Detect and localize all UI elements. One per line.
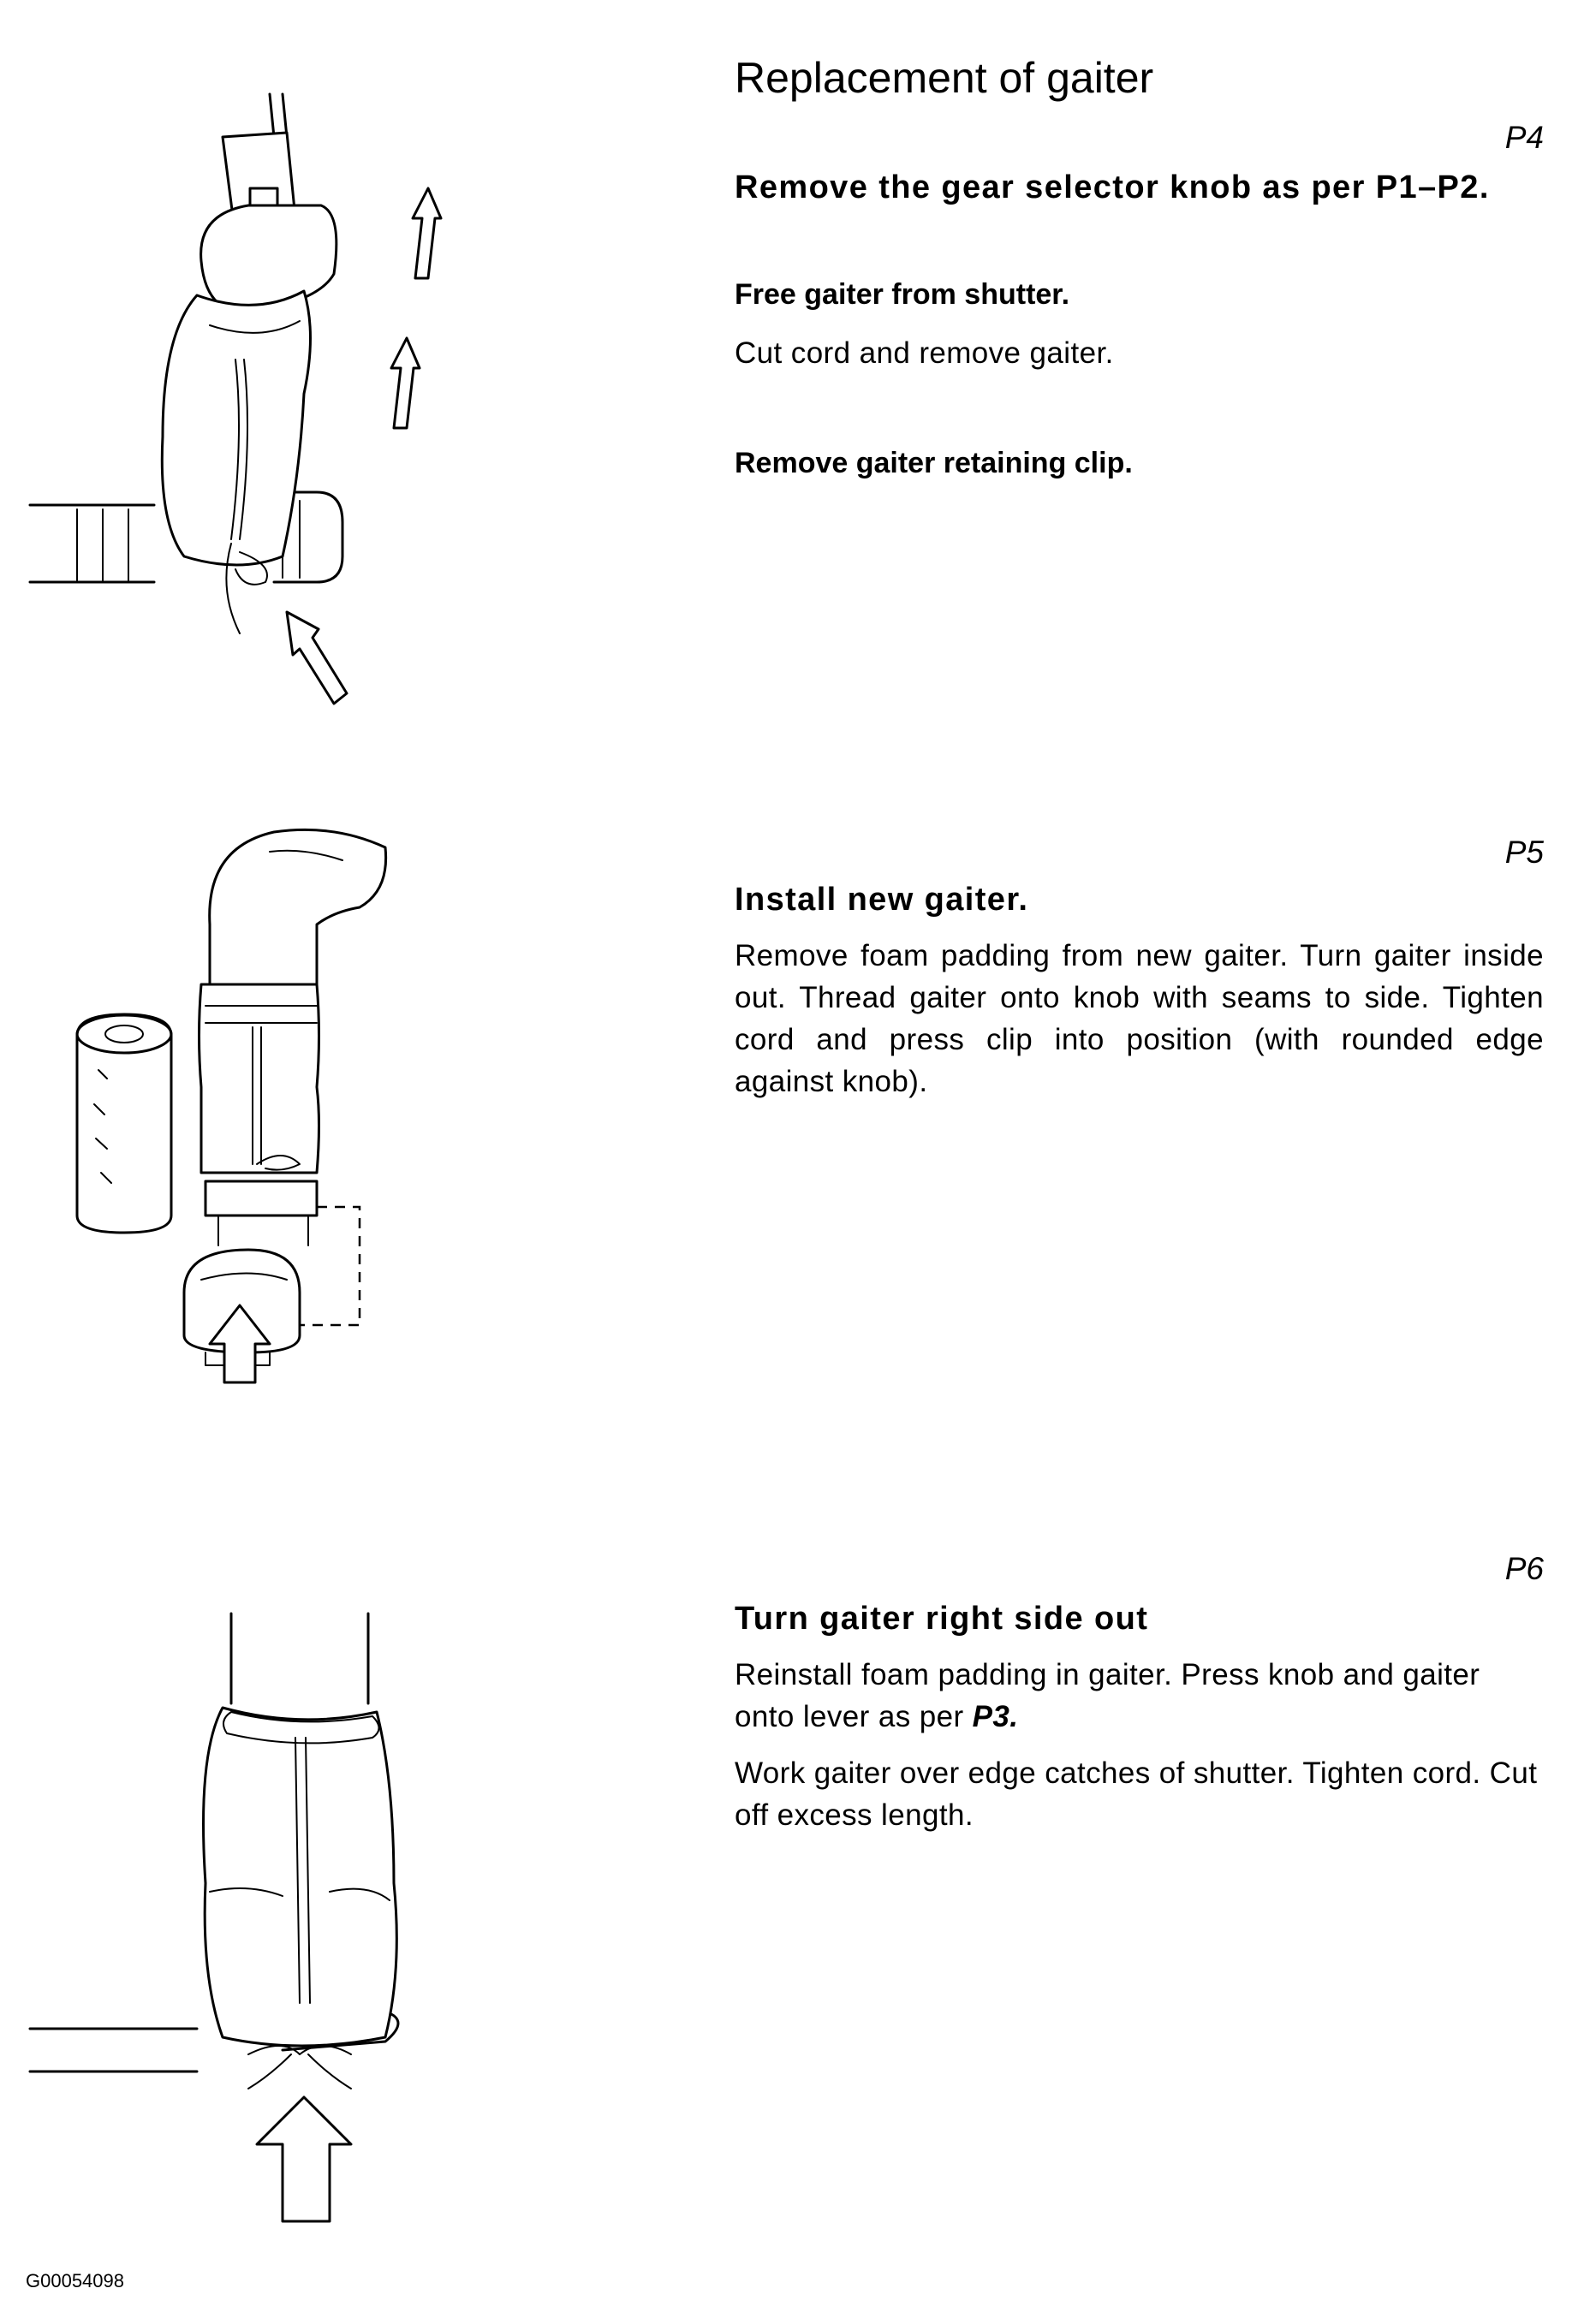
step-subheading-remove-clip: Remove gaiter retaining clip. — [735, 447, 1133, 479]
figure-code: G00054098 — [26, 2270, 124, 2291]
step-heading-p6: Turn gaiter right side out — [735, 1601, 1149, 1637]
illustration-remove-gaiter — [26, 77, 368, 710]
step-ref-p5: P5 — [1504, 835, 1544, 870]
page-title: Replacement of gaiter — [735, 54, 1154, 102]
step-ref-p6: P6 — [1504, 1551, 1544, 1586]
step-text-cut-cord: Cut cord and remove gaiter. — [735, 336, 1114, 370]
step-heading-p4: Remove the gear selector knob as per P1–… — [735, 169, 1490, 205]
illustration-turn-gaiter — [26, 1609, 420, 2243]
step-subheading-free-gaiter: Free gaiter from shutter. — [735, 278, 1070, 311]
illustration-install-gaiter — [60, 813, 420, 1412]
step-ref-p4: P4 — [1504, 120, 1544, 155]
step-text-work-gaiter: Work gaiter over edge catches of shutter… — [735, 1756, 1538, 1832]
p3-reference: P3. — [972, 1700, 1019, 1733]
step-heading-p5: Install new gaiter. — [735, 882, 1029, 918]
step-text-reinstall: Reinstall foam padding in gaiter. Press … — [735, 1658, 1480, 1733]
step-text-install: Remove foam padding from new gaiter. Tur… — [735, 939, 1544, 1098]
